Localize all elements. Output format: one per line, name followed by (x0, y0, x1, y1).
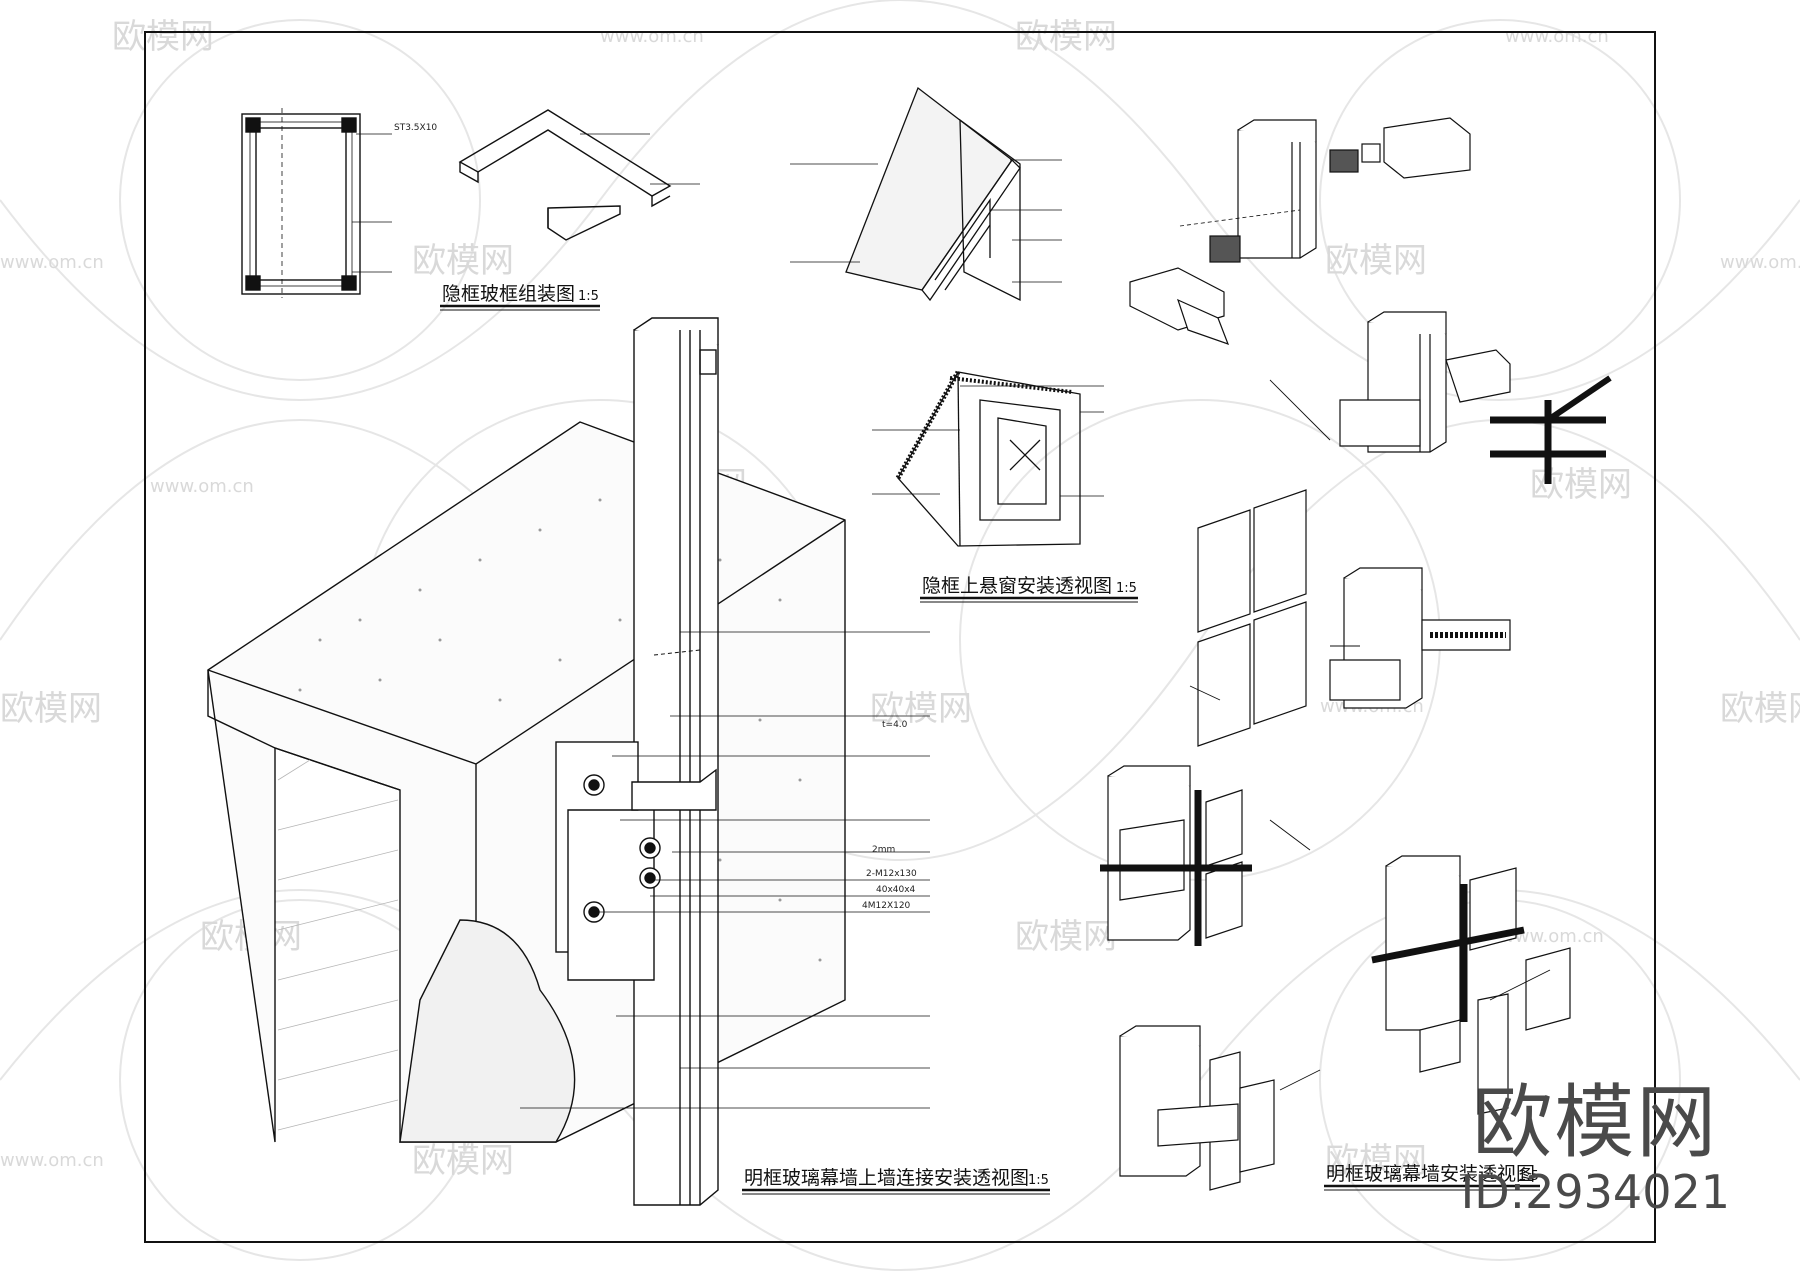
bolt-2-label: 2-M12x130 (866, 869, 917, 879)
watermark-url: www.om.cn (600, 26, 704, 47)
bolt-4-label: 4M12X120 (862, 901, 911, 911)
watermark-url: www.om.cn (1505, 26, 1609, 47)
watermark-brand: 欧模网 (1325, 241, 1427, 281)
watermark-url: www.om.cn (1500, 926, 1604, 947)
watermark-brand: 欧模网 (412, 241, 514, 281)
top-hung-window-top (790, 86, 1062, 302)
frame-corner-perspective (458, 109, 700, 241)
watermark-brand: 欧模网 (412, 1141, 514, 1181)
caption-wall-connection: 明框玻璃幕墙上墙连接安装透视图 (744, 1167, 1029, 1189)
watermark-brand: 欧模网 (112, 17, 214, 57)
hatch-pattern (277, 759, 399, 1131)
caption-top-hung-window-scale: 1:5 (1116, 581, 1137, 596)
watermark-brand: 欧模网 (1015, 917, 1117, 957)
concrete-slab (207, 421, 846, 1143)
brand-id: ID:2934021 (1460, 1165, 1730, 1219)
connection-leaders (520, 631, 930, 1109)
drawing-border (144, 31, 1656, 1243)
plate-thickness-label: t=4.0 (882, 720, 908, 730)
spacer-label: 2mm (872, 845, 895, 855)
watermark-brand: 欧模网 (0, 689, 102, 729)
watermark-brand: 欧模网 (1015, 17, 1117, 57)
cross-connector (1490, 375, 1612, 484)
frame-assembly-drawing (241, 108, 392, 298)
watermark-brand: 欧模网 (1325, 1141, 1427, 1181)
glass-grid-panels (1197, 489, 1307, 747)
caption-wall-connection-scale: 1:5 (1028, 1173, 1049, 1188)
brand-name: 欧模网 (1472, 1076, 1719, 1169)
watermark-url: www.om.cn (0, 1150, 104, 1171)
install-step-1 (1129, 117, 1471, 345)
top-hung-window-bottom (872, 370, 1104, 547)
caption-exposed-frame-install: 明框玻璃幕墙安装透视图 (1326, 1163, 1535, 1185)
steel-brackets (555, 649, 717, 981)
watermark-url: www.om.cn (150, 476, 254, 497)
install-step-5 (1329, 567, 1511, 709)
caption-top-hung-window: 隐框上悬窗安装透视图 (922, 575, 1112, 597)
watermark-texts: 欧模网 www.om.cn 欧模网 www.om.cn www.om.cn 欧模… (0, 17, 1800, 1181)
step-arrows (1189, 379, 1551, 1091)
watermark-url: www.om.cn (1720, 252, 1800, 273)
screw-label: ST3.5X10 (394, 123, 437, 133)
watermark-url: www.om.cn (0, 252, 104, 273)
caption-frame-assembly: 隐框玻框组装图 (442, 283, 575, 305)
install-step-7 (1100, 765, 1252, 946)
caption-exposed-frame-install-scale: 1:5 (1518, 1169, 1539, 1184)
brand-watermark: 欧模网 ID:2934021 (1460, 1076, 1730, 1219)
watermark-brand: 欧模网 (1720, 689, 1800, 729)
install-step-9 (1119, 1025, 1275, 1191)
install-step-3 (1339, 311, 1511, 453)
angle-label: 40x40x4 (876, 885, 916, 895)
caption-frame-assembly-scale: 1:5 (578, 289, 599, 304)
aluminum-mullion (633, 317, 719, 1206)
watermark-brand: 欧模网 (870, 689, 972, 729)
concrete-speckle (298, 498, 822, 962)
